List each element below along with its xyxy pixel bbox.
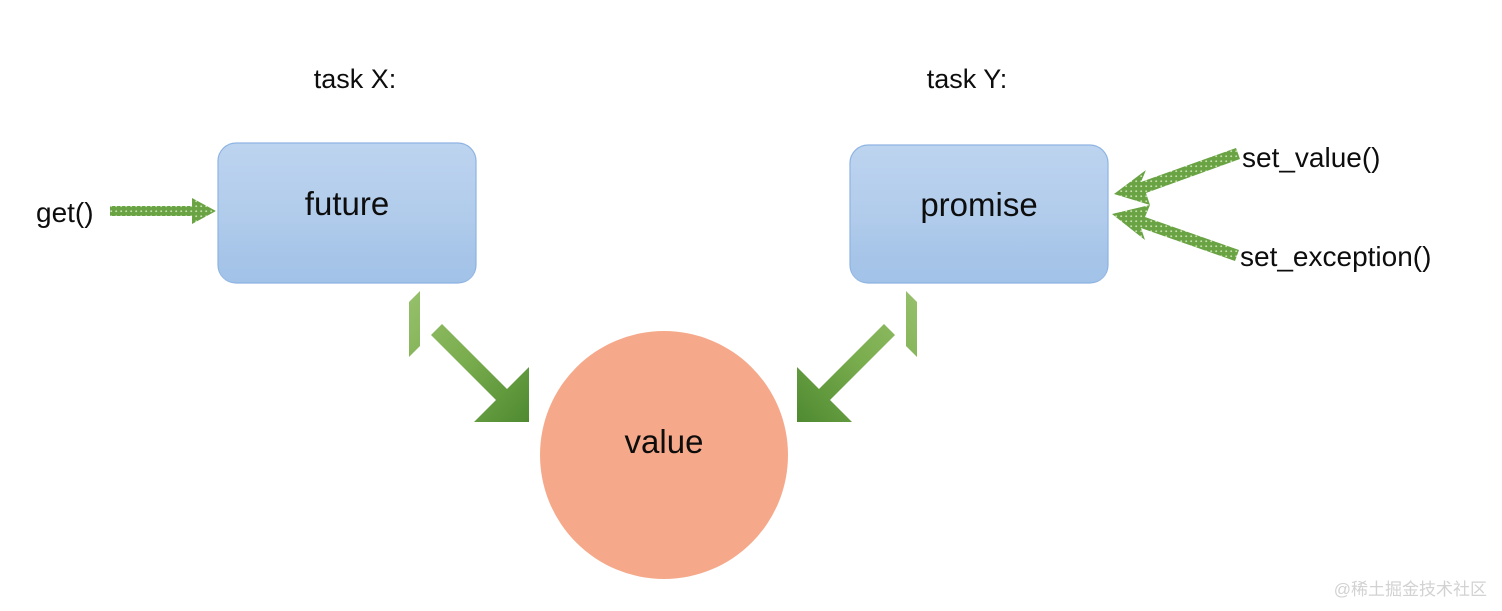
future-box-shade [219,248,475,282]
watermark: @稀土掘金技术社区 [1334,580,1487,599]
promise-node[interactable]: promise [849,144,1109,284]
get-to-future-arrow [110,198,216,224]
promise-label: promise [920,186,1037,223]
get-call-label: get() [36,197,94,228]
future-node[interactable]: future [217,142,477,284]
future-box-shape [217,142,477,284]
value-label: value [625,423,704,460]
promise-value-double-arrow [797,291,917,422]
set-exception-to-promise-arrow [1112,205,1239,261]
value-circle-shape [540,331,788,579]
set-exception-call-label: set_exception() [1240,241,1431,272]
value-node[interactable]: value [540,331,788,579]
task-x-label: task X: [314,64,397,94]
promise-box-shade [851,249,1107,282]
task-y-label: task Y: [927,64,1008,94]
set-value-call-label: set_value() [1242,142,1381,173]
promise-box-shape [849,144,1109,284]
future-value-double-arrow [409,291,529,422]
future-label: future [305,185,389,222]
set-value-to-promise-arrow [1114,148,1240,205]
